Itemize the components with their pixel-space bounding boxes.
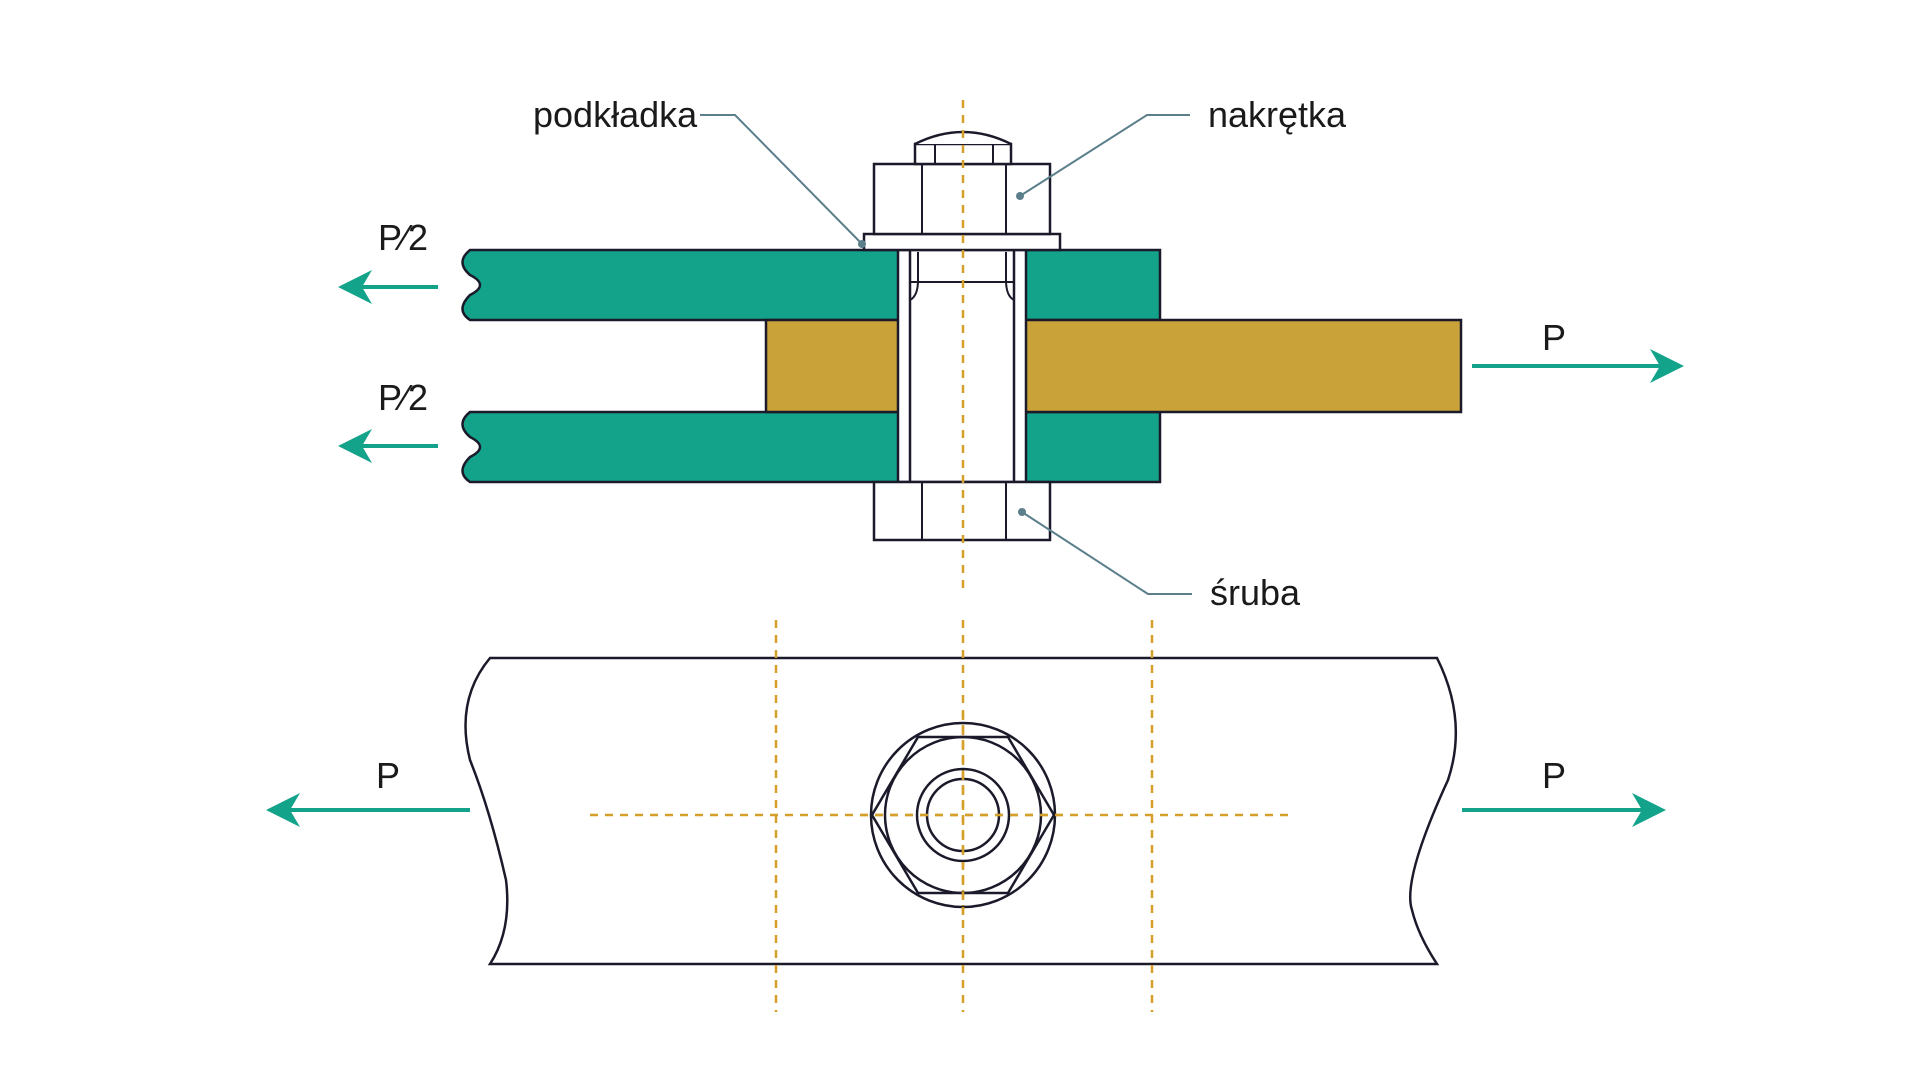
arrow-right-top bbox=[1472, 349, 1684, 383]
bolt-shank bbox=[908, 248, 1016, 484]
bolt-leader bbox=[1021, 511, 1192, 595]
arrow-half-bottom bbox=[338, 429, 438, 463]
plan-view: P P bbox=[266, 620, 1666, 1012]
force-right-top-label: P bbox=[1542, 317, 1566, 358]
force-left-bottom-label: P bbox=[376, 755, 400, 796]
middle-plate bbox=[764, 318, 1463, 414]
force-half-bottom-label: P⁄2 bbox=[378, 377, 428, 418]
arrow-left-bottom bbox=[266, 793, 470, 827]
force-right-bottom-label: P bbox=[1542, 755, 1566, 796]
plan-plate-outline bbox=[464, 656, 1458, 966]
arrow-half-top bbox=[338, 270, 438, 304]
thread-curve-left bbox=[909, 252, 919, 301]
thread-curve-right bbox=[1005, 252, 1015, 301]
nut-leader bbox=[1019, 114, 1190, 197]
bottom-outer-plate bbox=[461, 410, 1162, 484]
top-outer-plate bbox=[461, 248, 1162, 322]
nut-label: nakrętka bbox=[1208, 94, 1347, 135]
bolt-label: śruba bbox=[1210, 572, 1301, 613]
washer-label: podkładka bbox=[533, 94, 698, 135]
arrow-right-bottom bbox=[1462, 793, 1666, 827]
section-view: podkładka nakrętka śruba P⁄2 P⁄2 P bbox=[338, 94, 1684, 613]
force-half-top-label: P⁄2 bbox=[378, 217, 428, 258]
washer-leader bbox=[700, 114, 863, 245]
